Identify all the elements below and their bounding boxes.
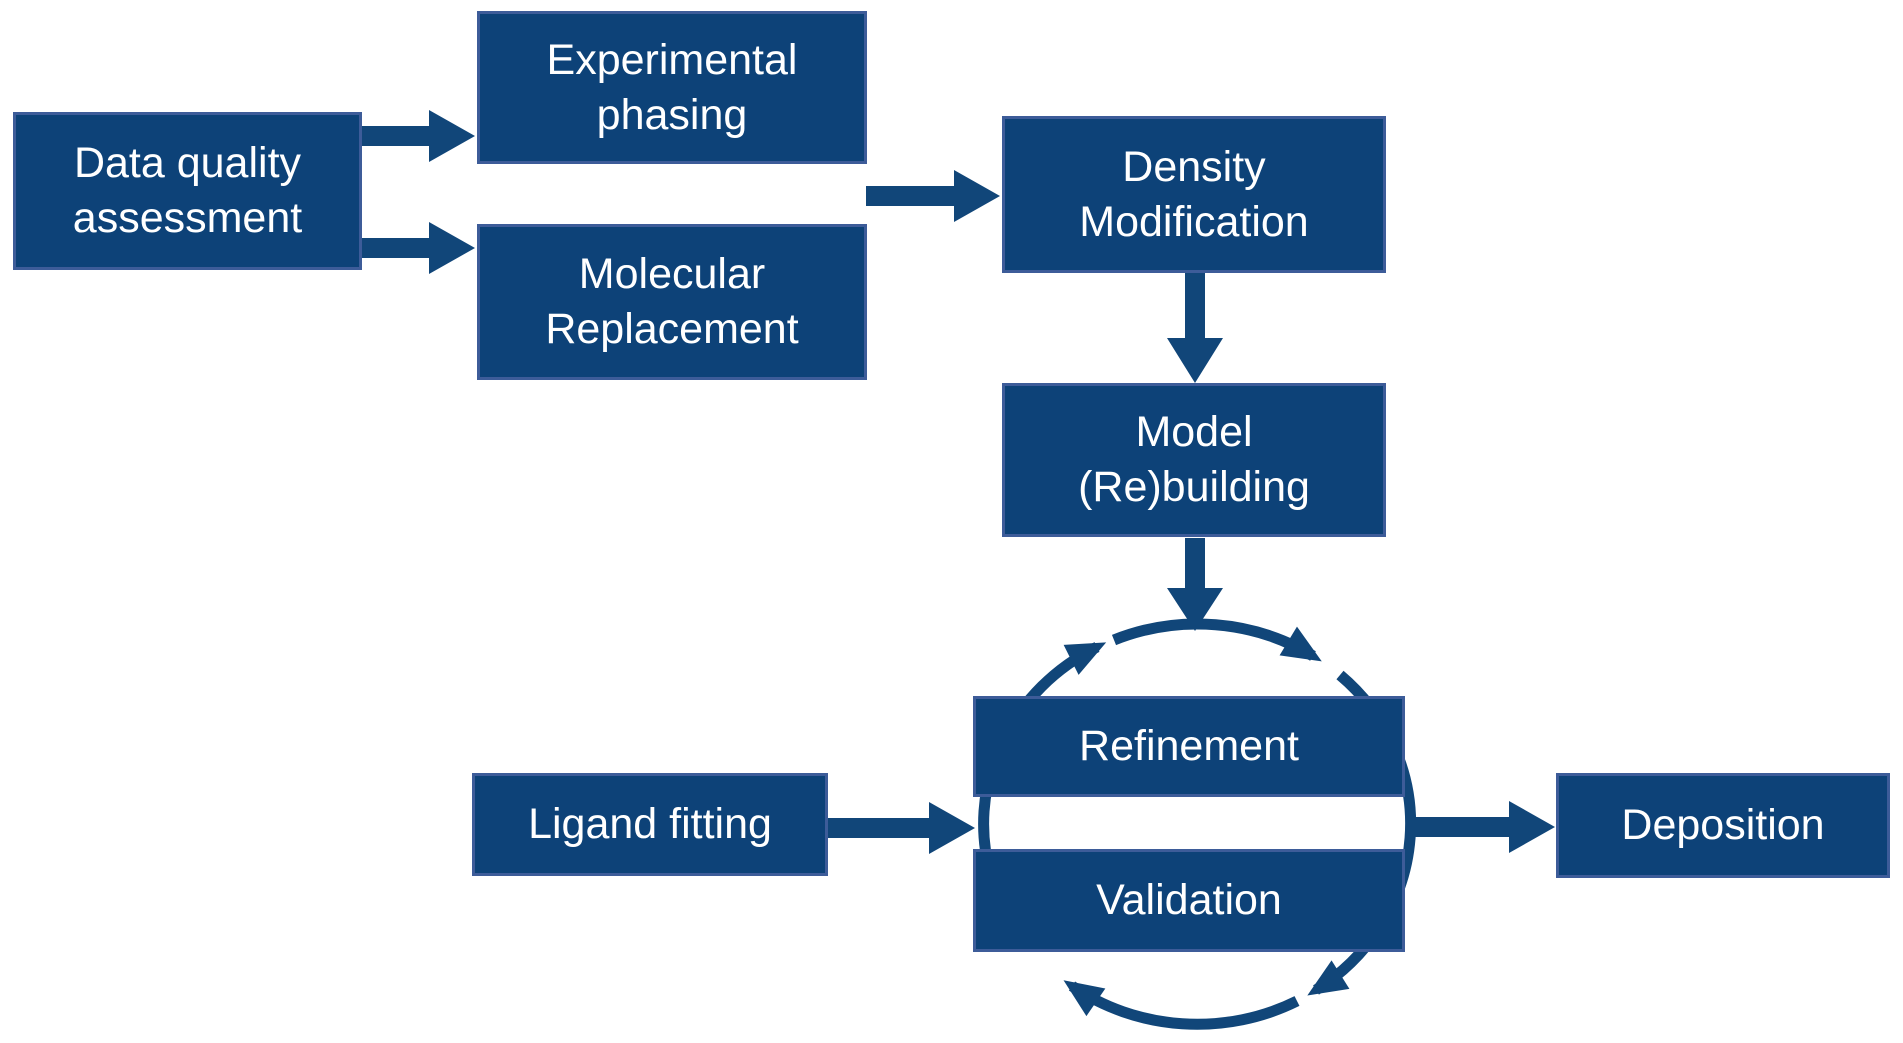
arrow-phasing-to-densitymod xyxy=(866,170,1000,222)
arrow-dataquality-to-molecular xyxy=(362,222,475,274)
node-validation: Validation xyxy=(973,849,1405,952)
node-label: Validation xyxy=(1096,876,1282,925)
refinement-validation-cycle xyxy=(978,618,1417,1030)
node-experimental-phasing: Experimental phasing xyxy=(477,11,867,164)
cycle-arc-top-right xyxy=(1111,618,1322,662)
node-model-rebuilding: Model (Re)building xyxy=(1002,383,1386,537)
node-refinement: Refinement xyxy=(973,696,1405,797)
cycle-arc-bottom-left xyxy=(1063,980,1300,1030)
arrow-modelrebuilding-to-cycle xyxy=(1167,538,1223,631)
node-label: Refinement xyxy=(1079,722,1299,771)
arrow-ligand-to-cycle xyxy=(828,802,975,854)
node-label: Deposition xyxy=(1621,801,1825,850)
node-ligand-fitting: Ligand fitting xyxy=(472,773,828,876)
node-data-quality-assessment: Data quality assessment xyxy=(13,112,362,270)
node-label: Data quality assessment xyxy=(72,139,303,242)
node-label: Experimental phasing xyxy=(546,35,798,139)
node-label: Molecular Replacement xyxy=(545,250,799,353)
node-label: Ligand fitting xyxy=(528,800,772,849)
arrow-densitymod-to-modelrebuilding xyxy=(1167,273,1223,383)
node-deposition: Deposition xyxy=(1556,773,1890,878)
arrow-cycle-to-deposition xyxy=(1410,801,1555,853)
node-density-modification: Density Modification xyxy=(1002,116,1386,273)
node-molecular-replacement: Molecular Replacement xyxy=(477,224,867,380)
node-label: Model (Re)building xyxy=(1078,408,1310,511)
node-label: Density Modification xyxy=(1079,142,1309,246)
arrow-dataquality-to-experimental xyxy=(362,110,475,162)
